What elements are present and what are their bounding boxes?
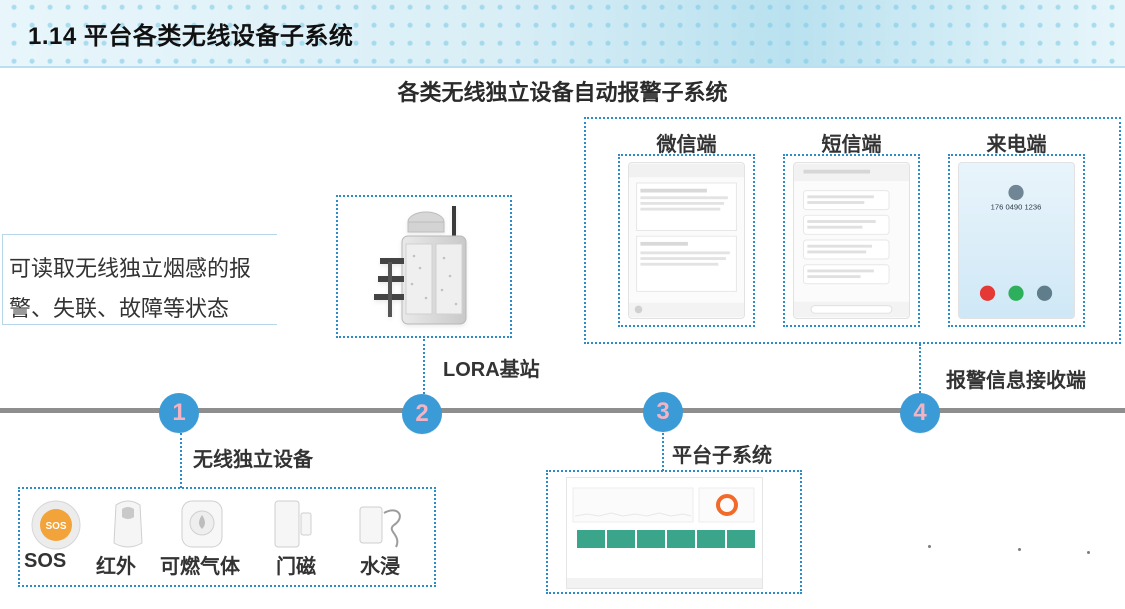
gas-label: 可燃气体 — [160, 556, 240, 578]
platform-screenshot — [566, 477, 763, 589]
alarm-receive-label: 报警信息接收端 — [946, 370, 1086, 392]
decorative-dot — [1087, 551, 1090, 554]
sms-screenshot — [793, 162, 910, 319]
step-1-badge: 1 — [159, 393, 199, 433]
infrared-sensor-icon — [113, 500, 143, 548]
call-number: 176 0490 1236 — [991, 203, 1042, 212]
timeline — [0, 408, 1125, 413]
connector-base-station — [423, 339, 425, 394]
water-label: 水浸 — [360, 556, 400, 578]
sos-label: SOS — [24, 550, 67, 572]
decorative-dot — [1018, 548, 1021, 551]
description-line-1: 可读取无线独立烟感的报 — [9, 256, 252, 281]
wechat-receiver-card: 微信端 — [618, 134, 755, 327]
wechat-title: 微信端 — [656, 134, 717, 156]
platform-screenshot-graphic — [567, 478, 762, 588]
infrared-label: 红外 — [96, 556, 136, 578]
step-3-number: 3 — [656, 398, 670, 425]
call-title: 来电端 — [986, 134, 1047, 156]
lora-base-station-box — [336, 195, 512, 338]
wireless-device-label: 无线独立设备 — [193, 449, 313, 471]
wechat-screenshot-graphic — [629, 163, 744, 318]
step-4-badge: 4 — [900, 393, 940, 433]
connector-devices — [180, 433, 182, 488]
platform-subsystem-label: 平台子系统 — [672, 445, 772, 467]
call-receiver-card: 来电端 176 0490 1236 — [948, 134, 1085, 327]
wireless-devices-box: SOS SOS 红外 可燃气体 门磁 水浸 — [18, 487, 436, 587]
page-title: 1.14 平台各类无线设备子系统 — [28, 23, 354, 50]
lora-base-station-illustration — [374, 206, 467, 325]
alarm-receivers-box: 微信端 短信端 — [584, 117, 1121, 344]
step-2-number: 2 — [415, 400, 429, 427]
door-label: 门磁 — [276, 556, 316, 578]
call-screenshot: 176 0490 1236 — [958, 162, 1075, 319]
step-4-number: 4 — [913, 399, 927, 426]
door-sensor-icon — [274, 500, 312, 548]
description-box: 可读取无线独立烟感的报 警、失联、故障等状态 — [2, 234, 277, 325]
call-screenshot-graphic: 176 0490 1236 — [979, 184, 1053, 301]
description-line-2: 警、失联、故障等状态 — [9, 296, 230, 321]
sos-device-icon: SOS — [31, 500, 81, 550]
sos-badge-text: SOS — [45, 521, 66, 532]
sms-receiver-card: 短信端 — [783, 134, 920, 327]
platform-box — [546, 470, 802, 594]
gas-detector-icon — [181, 500, 223, 548]
connector-receivers — [919, 344, 921, 393]
lora-label: LORA基站 — [443, 359, 540, 381]
header-banner: 1.14 平台各类无线设备子系统 — [0, 0, 1125, 68]
connector-platform — [662, 433, 664, 471]
step-1-number: 1 — [172, 399, 186, 426]
step-3-badge: 3 — [643, 392, 683, 432]
decorative-dot — [928, 545, 931, 548]
sms-title: 短信端 — [821, 134, 882, 156]
water-sensor-icon — [359, 506, 401, 548]
wechat-screenshot — [628, 162, 745, 319]
sms-screenshot-graphic — [794, 163, 909, 318]
section-title: 各类无线独立设备自动报警子系统 — [397, 80, 728, 105]
step-2-badge: 2 — [402, 394, 442, 434]
